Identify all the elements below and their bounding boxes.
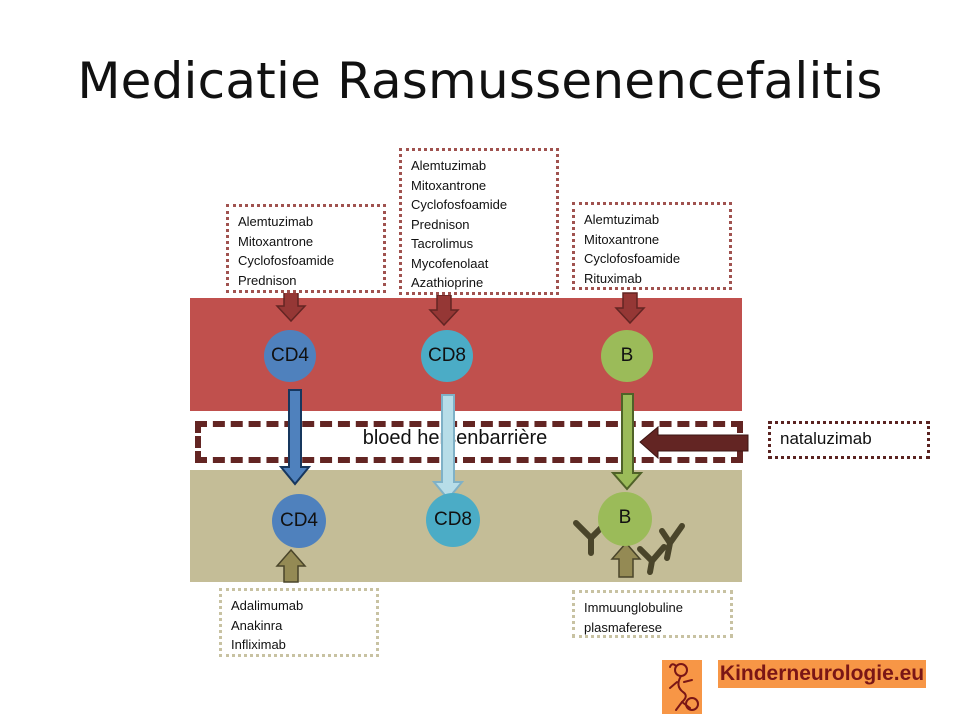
drug-item: Mitoxantrone bbox=[238, 233, 314, 249]
drug-item: Cyclofosfoamide bbox=[584, 251, 681, 266]
drug-item: Prednison bbox=[238, 272, 297, 288]
arrow-cd4-migration bbox=[278, 389, 312, 486]
b-cell-blood: B bbox=[601, 330, 653, 382]
arrow-up-b-drugs bbox=[610, 541, 642, 578]
arrow-down-b-drugs bbox=[614, 292, 646, 325]
arrow-up-cd4-drugs bbox=[275, 548, 307, 583]
arrow-down-cd4-drugs bbox=[275, 290, 307, 323]
nataluzimab-box: nataluzimab bbox=[768, 421, 930, 459]
arrow-b-migration bbox=[610, 393, 644, 491]
drug-item: Immuunglobuline bbox=[584, 600, 684, 615]
drug-item: Alemtuzimab bbox=[411, 158, 487, 173]
cd4-blood-drug-box: Alemtuzimab Mitoxantrone Cyclofosfoamide… bbox=[226, 204, 386, 293]
child-figure-logo-icon bbox=[662, 660, 702, 714]
drug-item: Alemtuzimab bbox=[238, 214, 314, 229]
cd4-brain-drug-box: Adalimumab Anakinra Infliximab bbox=[219, 588, 379, 657]
cd8-cell-blood: CD8 bbox=[421, 330, 473, 382]
drug-item: Mitoxantrone bbox=[584, 231, 660, 247]
logo-text[interactable]: Kinderneurologie.eu bbox=[718, 660, 926, 688]
drug-item: Mycofenolaat bbox=[411, 255, 489, 271]
b-brain-drug-box: Immuunglobuline plasmaferese bbox=[572, 590, 733, 638]
drug-item: Cyclofosfoamide bbox=[411, 197, 508, 212]
cd4-cell-brain: CD4 bbox=[272, 494, 326, 548]
b-blood-drug-box: Alemtuzimab Mitoxantrone Cyclofosfoamide… bbox=[572, 202, 732, 290]
arrow-left-nataluzimab bbox=[639, 425, 749, 460]
drug-item: plasmaferese bbox=[584, 619, 663, 635]
drug-item: Tacrolimus bbox=[411, 236, 474, 251]
child-figure-logo-icon-svg bbox=[669, 663, 699, 711]
arrow-down-cd8-drugs bbox=[428, 294, 460, 327]
drug-item: Prednison bbox=[411, 216, 470, 232]
arrow-cd8-migration bbox=[431, 394, 465, 501]
drug-item: Cyclofosfoamide bbox=[238, 253, 335, 268]
antibody-icon bbox=[659, 523, 685, 561]
drug-item: Azathioprine bbox=[411, 275, 484, 290]
drug-item: Infliximab bbox=[231, 637, 286, 652]
drug-item: Adalimumab bbox=[231, 598, 304, 613]
drug-item: Alemtuzimab bbox=[584, 212, 660, 227]
slide-title: Medicatie Rasmussenencefalitis bbox=[77, 52, 883, 110]
cd4-cell-blood: CD4 bbox=[264, 330, 316, 382]
cd8-blood-drug-box: Alemtuzimab Mitoxantrone Cyclofosfoamide… bbox=[399, 148, 559, 295]
antibody-icon bbox=[637, 544, 667, 575]
cd8-cell-brain: CD8 bbox=[426, 493, 480, 547]
drug-item: Anakinra bbox=[231, 617, 283, 633]
drug-item: Rituximab bbox=[584, 270, 642, 286]
b-cell-brain: B bbox=[598, 492, 652, 546]
drug-item: Mitoxantrone bbox=[411, 177, 487, 193]
